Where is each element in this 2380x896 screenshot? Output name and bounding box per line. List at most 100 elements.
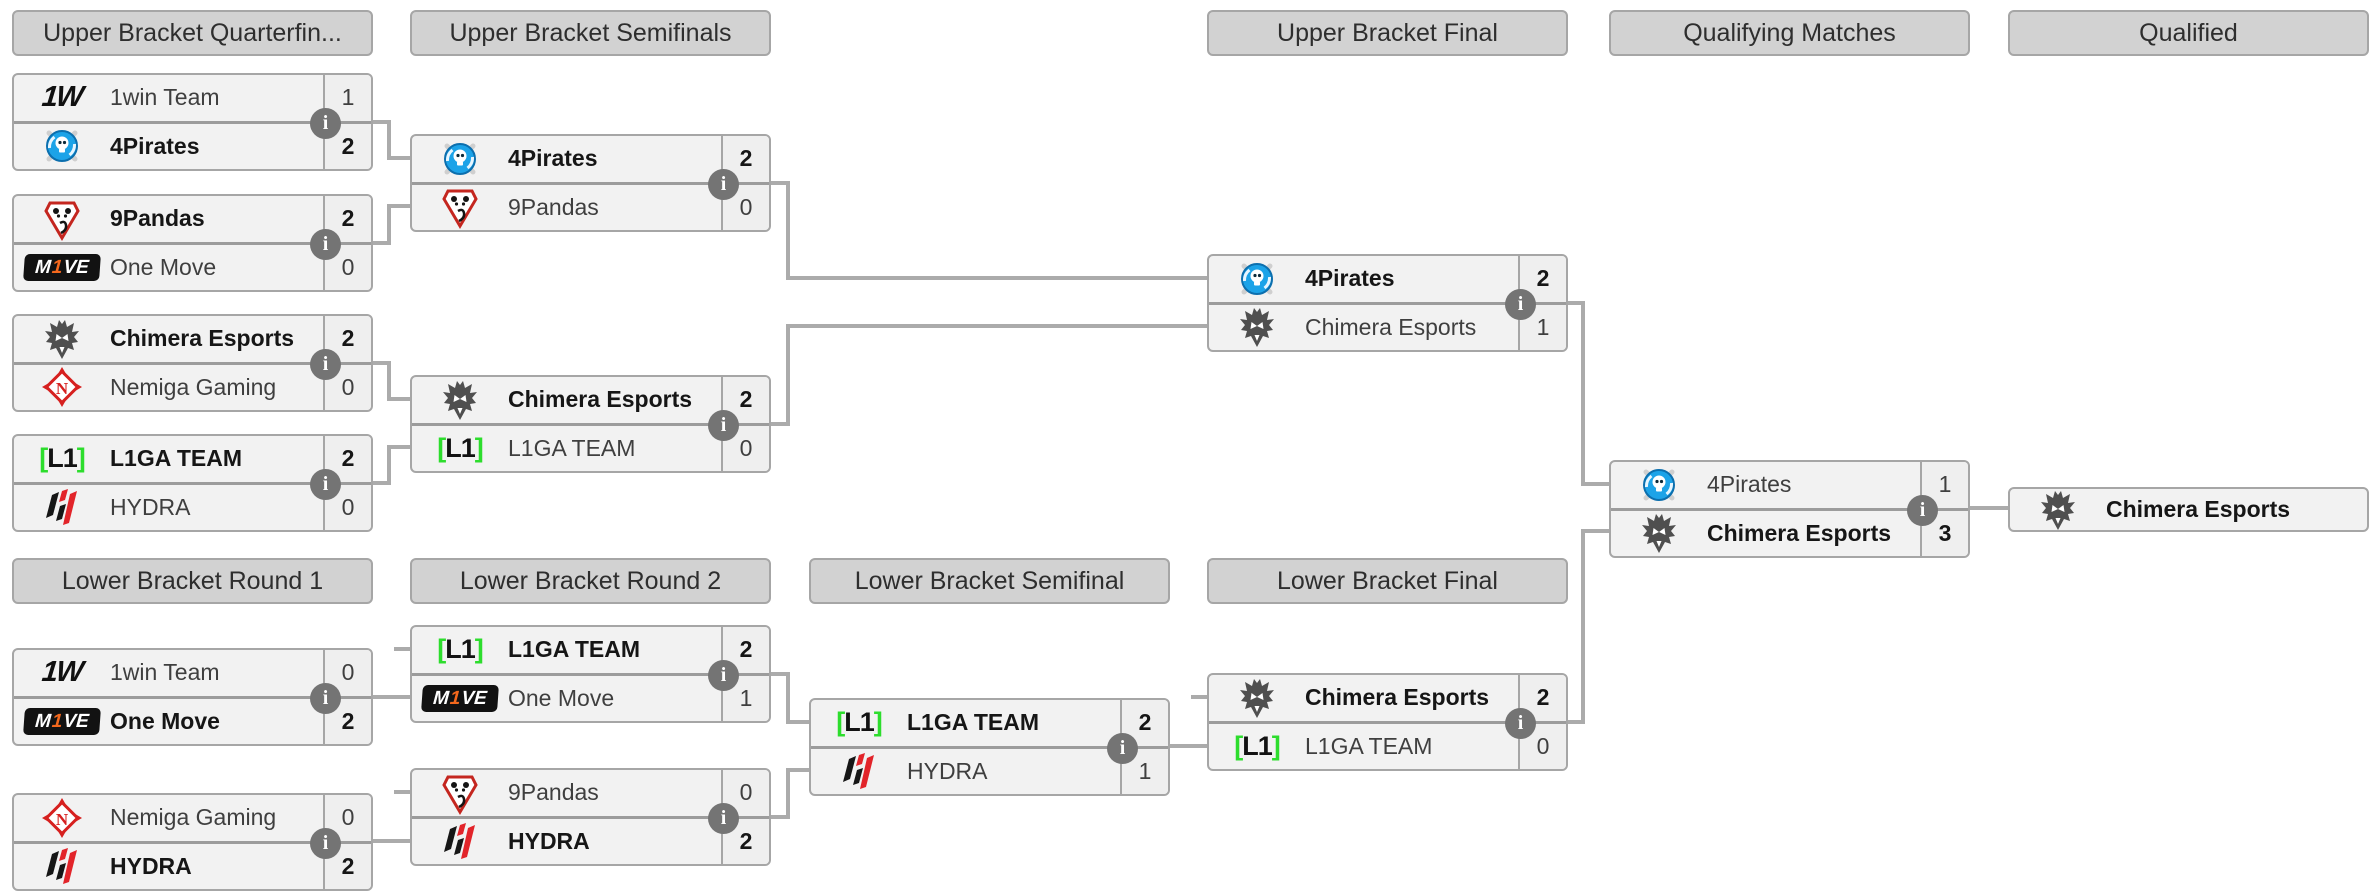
team-row-hydra: HYDRA 2 — [412, 815, 769, 864]
team-name-chimera-esports[interactable]: Chimera Esports — [1305, 684, 1490, 711]
team-name-one-move[interactable]: One Move — [110, 707, 220, 734]
bracket-connector — [1581, 482, 1609, 486]
team-logo-slot: [L1] — [811, 700, 907, 746]
team-logo-slot — [1209, 305, 1305, 351]
9pandas-logo-icon — [438, 185, 482, 230]
team-name-9pandas[interactable]: 9Pandas — [508, 779, 599, 806]
round-header-lower-round-2: Lower Bracket Round 2 — [410, 558, 771, 604]
team-name-hydra[interactable]: HYDRA — [110, 493, 191, 520]
team-name-4pirates[interactable]: 4Pirates — [1707, 471, 1792, 498]
team-name-l1ga-team[interactable]: L1GA TEAM — [907, 709, 1040, 736]
bracket-connector — [394, 790, 410, 794]
bracket-connector — [373, 481, 391, 485]
team-name-4pirates[interactable]: 4Pirates — [110, 132, 200, 159]
match-info-icon[interactable]: i — [1505, 708, 1536, 739]
chimera-esports-logo-icon — [1637, 511, 1681, 555]
round-header-upper-semifinals: Upper Bracket Semifinals — [410, 10, 771, 56]
hydra-logo-icon — [40, 844, 84, 888]
bracket-connector — [786, 324, 790, 426]
team-name-9pandas[interactable]: 9Pandas — [508, 193, 599, 220]
match-info-icon[interactable]: i — [310, 108, 341, 139]
match-info-icon[interactable]: i — [1907, 495, 1938, 526]
4pirates-logo-icon — [1637, 463, 1681, 507]
bracket-connector — [1581, 529, 1609, 533]
team-name-chimera-esports[interactable]: Chimera Esports — [1305, 313, 1477, 340]
team-name-hydra[interactable]: HYDRA — [110, 852, 192, 879]
qualified-team-name[interactable]: Chimera Esports — [2106, 496, 2291, 522]
round-header-upper-quarterfinals: Upper Bracket Quarterfin... — [12, 10, 373, 56]
bracket-connector — [373, 120, 391, 124]
match-info-icon[interactable]: i — [310, 229, 341, 260]
team-name-chimera-esports[interactable]: Chimera Esports — [508, 386, 693, 413]
hydra-logo-icon — [438, 819, 482, 863]
match-info-icon[interactable]: i — [708, 410, 739, 441]
team-name-1win-team[interactable]: 1win Team — [110, 84, 220, 111]
match-info-icon[interactable]: i — [310, 469, 341, 500]
team-name-l1ga-team[interactable]: L1GA TEAM — [508, 434, 636, 461]
team-name-l1ga-team[interactable]: L1GA TEAM — [1305, 732, 1433, 759]
match-info-icon[interactable]: i — [310, 828, 341, 859]
9pandas-logo-icon — [438, 771, 482, 815]
team-logo-slot: 1W — [14, 75, 110, 121]
match-info-icon[interactable]: i — [310, 349, 341, 380]
bracket-connector — [771, 181, 790, 185]
qualified-team-box: Chimera Esports — [2008, 487, 2369, 532]
match-info-icon[interactable]: i — [1505, 289, 1536, 320]
team-name-4pirates[interactable]: 4Pirates — [1305, 265, 1395, 292]
bracket-connector — [786, 276, 1207, 280]
bracket-connector — [1581, 529, 1585, 724]
bracket-connector — [1581, 301, 1585, 486]
team-name-hydra[interactable]: HYDRA — [907, 757, 988, 784]
team-name-9pandas[interactable]: 9Pandas — [110, 205, 205, 232]
bracket-connector — [786, 720, 809, 724]
bracket-connector — [771, 815, 790, 819]
team-name-1win-team[interactable]: 1win Team — [110, 659, 220, 686]
team-name-l1ga-team[interactable]: L1GA TEAM — [508, 636, 641, 663]
team-name-one-move[interactable]: One Move — [508, 684, 615, 711]
team-score: 2 — [721, 818, 769, 864]
match-info-icon[interactable]: i — [1107, 733, 1138, 764]
team-name-chimera-esports[interactable]: Chimera Esports — [110, 325, 295, 352]
bracket-connector — [1970, 506, 2008, 510]
team-name-nemiga-gaming[interactable]: Nemiga Gaming — [110, 373, 277, 400]
1win-team-logo-icon: 1W — [40, 656, 84, 689]
bracket-connector — [373, 361, 391, 365]
team-logo-slot — [412, 770, 508, 816]
team-name-one-move[interactable]: One Move — [110, 253, 217, 280]
match-info-icon[interactable]: i — [708, 803, 739, 834]
match-info-icon[interactable]: i — [708, 660, 739, 691]
round-header-qualified: Qualified — [2008, 10, 2369, 56]
team-logo-slot: N — [14, 795, 110, 841]
team-logo-slot — [1611, 511, 1707, 557]
bracket-connector — [786, 181, 790, 280]
match-info-icon[interactable]: i — [708, 169, 739, 200]
bracket-connector — [373, 839, 410, 843]
team-logo-slot — [1209, 256, 1305, 302]
l1ga-team-logo-icon: [L1] — [1234, 730, 1281, 761]
team-name-l1ga-team[interactable]: L1GA TEAM — [110, 445, 243, 472]
match-info-icon[interactable]: i — [310, 683, 341, 714]
team-name-4pirates[interactable]: 4Pirates — [508, 145, 598, 172]
chimera-esports-logo-icon — [40, 317, 84, 361]
team-name-chimera-esports[interactable]: Chimera Esports — [1707, 519, 1892, 546]
round-header-upper-final: Upper Bracket Final — [1207, 10, 1568, 56]
team-name-nemiga-gaming[interactable]: Nemiga Gaming — [110, 804, 277, 831]
team-name-hydra[interactable]: HYDRA — [508, 827, 590, 854]
bracket-connector — [1191, 695, 1207, 699]
